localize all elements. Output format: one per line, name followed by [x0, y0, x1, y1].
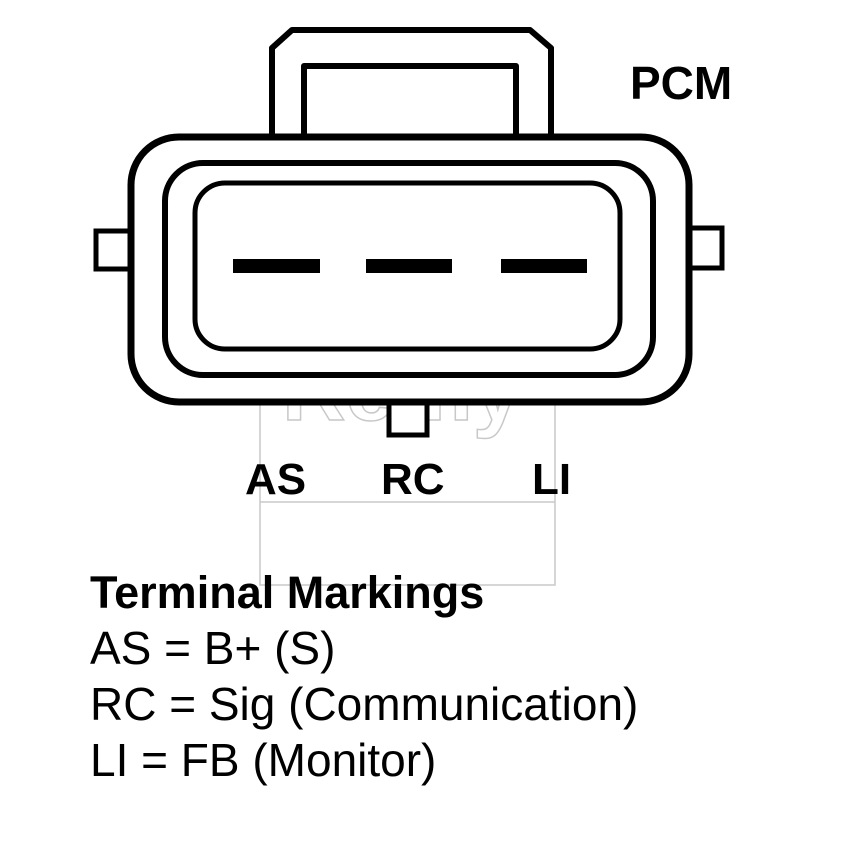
legend-line-li: LI = FB (Monitor) — [90, 734, 437, 786]
bottom-key — [386, 400, 430, 438]
terminal-label-as: AS — [245, 455, 307, 504]
pin-li — [501, 259, 587, 273]
legend-line-as: AS = B+ (S) — [90, 622, 336, 674]
middle-shell — [162, 160, 656, 378]
terminal-label-rc: RC — [381, 455, 445, 504]
right-tab — [685, 225, 725, 271]
connector-label: PCM — [630, 57, 733, 109]
pin-as — [233, 259, 320, 273]
terminal-pins — [233, 259, 587, 273]
pin-rc — [366, 259, 452, 273]
connector-latch — [269, 27, 554, 134]
inner-cavity — [192, 180, 623, 352]
left-tab — [93, 228, 133, 272]
connector-body — [93, 133, 725, 438]
legend-line-rc: RC = Sig (Communication) — [90, 678, 639, 730]
terminal-legend: Terminal Markings AS = B+ (S) RC = Sig (… — [90, 565, 830, 788]
legend-title: Terminal Markings — [90, 567, 485, 618]
terminal-label-li: LI — [532, 455, 572, 504]
